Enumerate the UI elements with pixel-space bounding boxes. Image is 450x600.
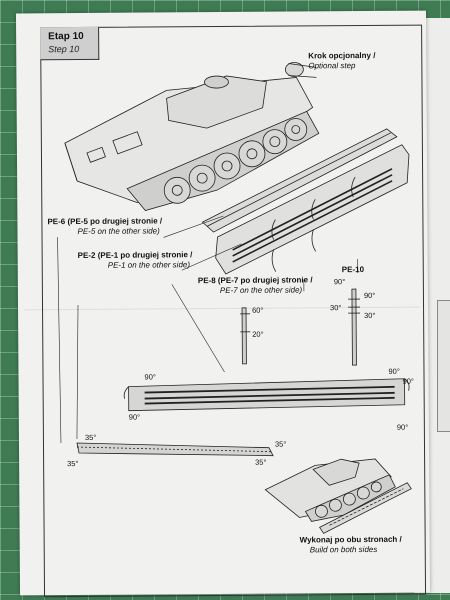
pe6-label: PE-6 (PE-5 po drugiej stronie / PE-5 on … (47, 216, 162, 237)
angle-fender-right-a: 90° (388, 366, 400, 376)
pe2-en: PE-1 on the other side) (107, 260, 191, 270)
angle-flap-left-top: 35° (84, 432, 97, 442)
angle-flap-right-bottom: 35° (255, 457, 267, 467)
pe10-label: PE-10 (341, 265, 365, 275)
build-both-sides-en: Build on both sides (309, 544, 378, 555)
pe6-en: PE-5 on the other side) (77, 226, 160, 237)
build-both-sides-label: Wykonaj po obu stronach / Build on both … (300, 535, 402, 556)
instruction-sheet: Etap 10 Step 10 (15, 10, 431, 598)
angle-flap-right-top: 35° (274, 439, 287, 449)
angle-fender-left-top: 90° (144, 372, 156, 382)
tank-illustration-top (64, 62, 320, 211)
angle-fender-right-c: 90° (396, 422, 409, 432)
build-both-sides-pl: Wykonaj po obu stronach / (299, 534, 402, 545)
angle-fender-left-bottom: 90° (128, 412, 141, 422)
pe2-label: PE-2 (PE-1 po drugiej stronie / PE-1 on … (78, 250, 193, 271)
angle-pe10-br: 30° (364, 310, 376, 321)
angle-pe10-bl: 30° (330, 303, 342, 313)
pe8-label: PE-8 (PE-7 po drugiej stronie / PE-7 on … (198, 275, 313, 296)
track-guard-long-top (201, 128, 398, 233)
fender-bar-flat (123, 378, 410, 412)
part-pe8 (240, 307, 251, 365)
angle-pe8-top: 60° (252, 305, 264, 315)
optional-step-pl: Krok opcjonalny / (308, 50, 376, 61)
angle-fender-right-b: 90° (402, 376, 414, 386)
part-pe10 (347, 288, 361, 366)
optional-step-en: Optional step (308, 61, 356, 71)
angle-flap-left-bottom: 35° (67, 459, 79, 469)
mudguard-assembly (215, 144, 410, 275)
angle-pe10-tr: 90° (363, 290, 376, 301)
tank-illustration-bottom (264, 458, 412, 534)
adjacent-page-box (437, 300, 450, 432)
assembly-drawing (57, 62, 412, 534)
angle-pe8-bottom: 20° (252, 329, 264, 339)
angle-pe10-tl: 90° (333, 277, 346, 287)
leader-lines (57, 215, 359, 444)
pe8-en: PE-7 on the other side) (219, 285, 303, 296)
optional-step-label: Krok opcjonalny / Optional step (308, 51, 375, 71)
side-flap (76, 442, 274, 457)
